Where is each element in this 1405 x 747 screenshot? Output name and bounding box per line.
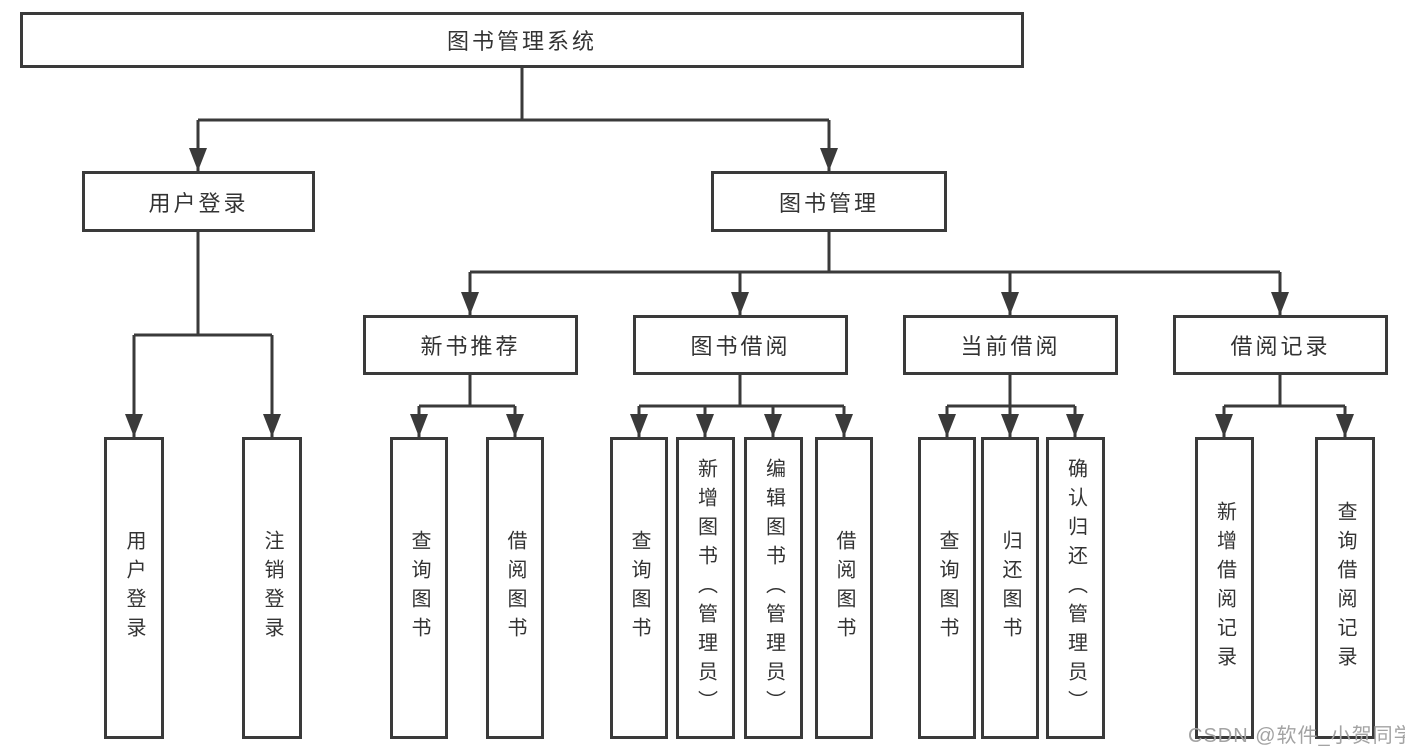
node-user-login-leaf: 用户登录	[104, 437, 164, 739]
node-label: 确认归还（管理员）	[1064, 457, 1087, 719]
node-label: 查询图书	[408, 530, 430, 646]
node-label: 归还图书	[999, 530, 1021, 646]
node-label: 借阅图书	[504, 530, 526, 646]
node-borrow-books-borrowing: 借阅图书	[815, 437, 873, 739]
node-borrowing-records: 借阅记录	[1173, 315, 1388, 375]
node-label: 借阅记录	[1230, 334, 1331, 359]
node-library-management-system: 图书管理系统	[20, 12, 1024, 68]
node-label: 查询图书	[628, 530, 650, 646]
node-query-books-recommend: 查询图书	[390, 437, 448, 739]
node-user-login: 用户登录	[82, 171, 315, 232]
node-edit-books-admin: 编辑图书（管理员）	[744, 437, 803, 739]
watermark: CSDN @软件_小贺同学	[1188, 725, 1405, 747]
node-label: 注销登录	[261, 530, 283, 646]
node-return-books: 归还图书	[981, 437, 1039, 739]
node-label: 新增图书（管理员）	[694, 457, 717, 719]
node-label: 图书管理系统	[446, 29, 597, 54]
node-book-borrowing: 图书借阅	[633, 315, 848, 375]
node-label: 编辑图书（管理员）	[762, 457, 785, 719]
node-add-borrow-record: 新增借阅记录	[1195, 437, 1254, 739]
node-query-books-borrowing: 查询图书	[610, 437, 668, 739]
node-add-books-admin: 新增图书（管理员）	[676, 437, 735, 739]
node-new-book-recommendation: 新书推荐	[363, 315, 578, 375]
node-label: 查询图书	[936, 530, 958, 646]
node-borrow-books-recommend: 借阅图书	[486, 437, 544, 739]
node-book-management: 图书管理	[711, 171, 947, 232]
node-label: 新增借阅记录	[1213, 501, 1236, 675]
node-label: 用户登录	[148, 190, 249, 216]
node-confirm-return-admin: 确认归还（管理员）	[1046, 437, 1105, 739]
node-label: 用户登录	[123, 530, 145, 646]
node-label: 查询借阅记录	[1334, 501, 1356, 675]
node-label: 新书推荐	[420, 334, 521, 359]
node-label: 图书借阅	[690, 334, 791, 359]
node-logout: 注销登录	[242, 437, 302, 739]
node-label: 借阅图书	[833, 530, 855, 646]
node-query-books-current: 查询图书	[918, 437, 976, 739]
node-current-borrowing: 当前借阅	[903, 315, 1118, 375]
node-query-borrow-record: 查询借阅记录	[1315, 437, 1375, 739]
node-label: 当前借阅	[960, 334, 1061, 359]
node-label: 图书管理	[778, 190, 879, 216]
